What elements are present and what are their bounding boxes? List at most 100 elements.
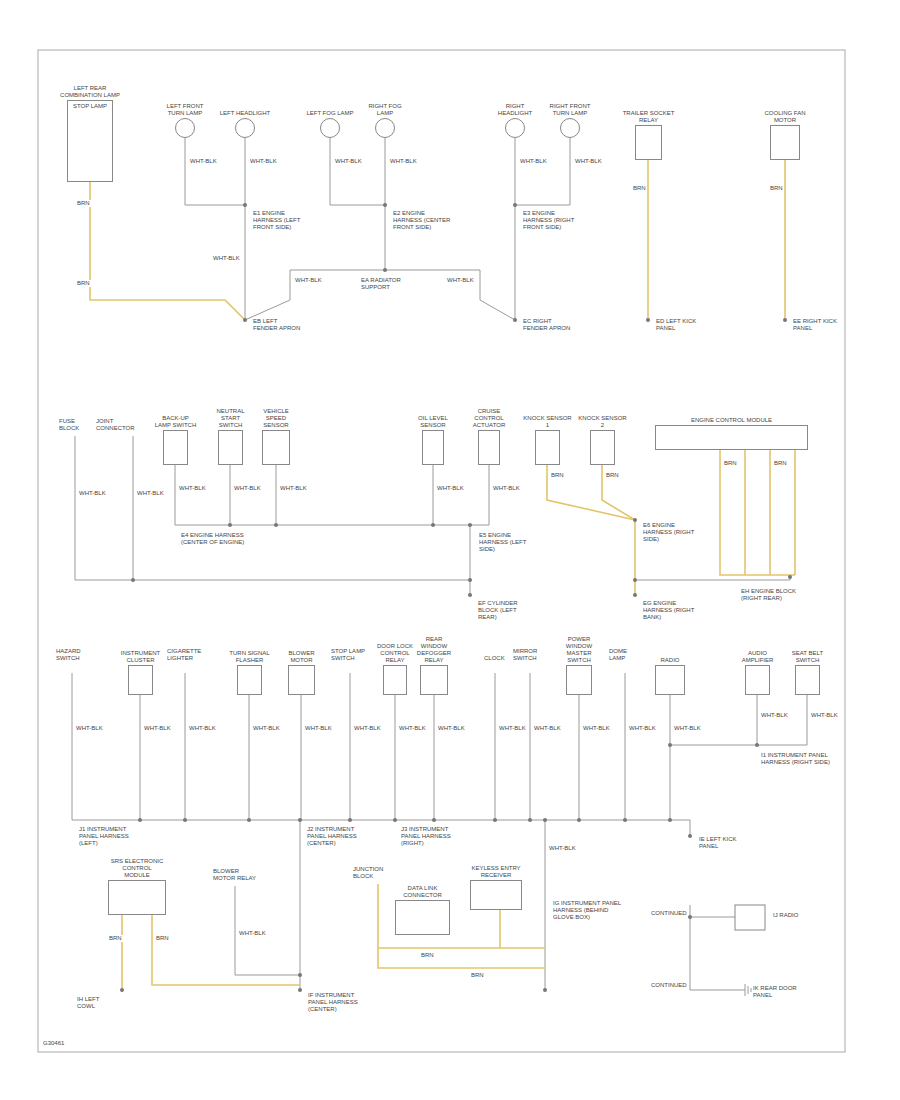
wire-label: WHT-BLK (75, 725, 104, 732)
wire-label: MIRROR SWITCH (512, 648, 552, 662)
wire-label: E4 ENGINE HARNESS (CENTER OF ENGINE) (180, 532, 252, 546)
wire-label: BRN (550, 472, 565, 479)
component-name: NEUTRAL START SWITCH (209, 408, 253, 429)
wire-label: WHT-BLK (189, 158, 218, 165)
component-name: TRAILER SOCKET RELAY (621, 110, 677, 124)
wire-label: WHT-BLK (353, 725, 382, 732)
wire-label: WHT-BLK (533, 725, 562, 732)
wire-label: IG INSTRUMENT PANEL HARNESS (BEHIND GLOV… (552, 900, 624, 921)
wire-label: BLOWER MOTOR RELAY (212, 868, 259, 882)
wire-label: WHT-BLK (143, 725, 172, 732)
wire-label: WHT-BLK (436, 485, 465, 492)
component-name: RIGHT FRONT TURN LAMP (543, 103, 597, 117)
wire-label: BRN (108, 935, 123, 942)
wire-label: BRN (773, 460, 788, 467)
component-box: KNOCK SENSOR 2 (590, 430, 615, 465)
wire-label: JOINT CONNECTOR (95, 418, 131, 432)
component-name: DATA LINK CONNECTOR (395, 885, 451, 899)
wire-label: EG ENGINE HARNESS (RIGHT BANK) (642, 600, 704, 621)
component-box: OIL LEVEL SENSOR (422, 430, 444, 465)
wire-label: WHT-BLK (810, 712, 839, 719)
component-box: RADIO (655, 665, 685, 695)
splice-dots (120, 203, 792, 992)
wire-label: WHT-BLK (398, 725, 427, 732)
component-box: BACK-UP LAMP SWITCH (163, 430, 188, 465)
wire-label: WHT-BLK (673, 725, 702, 732)
wire-label: WHT-BLK (760, 712, 789, 719)
wire-label: ED LEFT KICK PANEL (655, 318, 702, 332)
wire-label: EF CYLINDER BLOCK (LEFT REAR) (477, 600, 534, 621)
wire-label: WHT-BLK (294, 277, 323, 284)
component-name: LEFT FRONT TURN LAMP (158, 103, 212, 117)
wire-label: BRN (723, 460, 738, 467)
wire-label: CLOCK (483, 655, 510, 662)
wire-label: WHT-BLK (548, 845, 577, 852)
component-name: INSTRUMENT CLUSTER (116, 650, 166, 664)
component-box: REAR WINDOW DEFOGGER RELAY (420, 665, 448, 695)
component-box: ENGINE CONTROL MODULE (655, 425, 808, 450)
component-name: SEAT BELT SWITCH (785, 650, 831, 664)
wire-label: E3 ENGINE HARNESS (RIGHT FRONT SIDE) (522, 210, 584, 231)
wire-label: WHT-BLK (574, 158, 603, 165)
wire-label: WHT-BLK (437, 725, 466, 732)
component-box: TRAILER SOCKET RELAY (635, 125, 662, 160)
lamp-symbol: LEFT HEADLIGHT (235, 118, 255, 138)
wire-label: FUSE BLOCK (58, 418, 92, 432)
component-name: KNOCK SENSOR 2 (578, 415, 628, 429)
wire-label: IJ RADIO (772, 912, 829, 919)
component-box: SEAT BELT SWITCH (795, 665, 820, 695)
component-box: TURN SIGNAL FLASHER (237, 665, 262, 695)
wire-label: E2 ENGINE HARNESS (CENTER FRONT SIDE) (392, 210, 454, 231)
wire-label: DOME LAMP (608, 648, 644, 662)
wire-label: EC RIGHT FENDER APRON (522, 318, 574, 332)
component-name: REAR WINDOW DEFOGGER RELAY (416, 636, 452, 664)
component-detail: STOP LAMP (68, 101, 112, 112)
component-name: COOLING FAN MOTOR (757, 110, 813, 124)
wire-label: WHT-BLK (249, 158, 278, 165)
wire-label: WHT-BLK (212, 255, 241, 262)
wire-label: WHT-BLK (188, 725, 217, 732)
wire-label: J2 INSTRUMENT PANEL HARNESS (CENTER) (306, 826, 373, 847)
wire-label: WHT-BLK (334, 158, 363, 165)
component-box: AUDIO AMPLIFIER (745, 665, 770, 695)
component-name: VEHICLE SPEED SENSOR (254, 408, 298, 429)
component-box: INSTRUMENT CLUSTER (128, 665, 153, 695)
wire-label: IE LEFT KICK PANEL (698, 836, 745, 850)
wire-label: J1 INSTRUMENT PANEL HARNESS (LEFT) (78, 826, 140, 847)
wire-label: BRN (769, 185, 784, 192)
wire-label: E6 ENGINE HARNESS (RIGHT SIDE) (642, 522, 699, 543)
component-name: LEFT FOG LAMP (305, 110, 355, 117)
component-name: KEYLESS ENTRY RECEIVER (468, 865, 524, 879)
wire-label: WHT-BLK (446, 277, 475, 284)
component-name: BLOWER MOTOR (279, 650, 325, 664)
component-name: TURN SIGNAL FLASHER (227, 650, 273, 664)
component-box: POWER WINDOW MASTER SWITCH (566, 665, 592, 695)
wires (72, 138, 807, 996)
wire-label: WHT-BLK (492, 485, 521, 492)
component-name: BACK-UP LAMP SWITCH (154, 415, 198, 429)
wire-label: BRN (420, 952, 435, 959)
component-box: SRS ELECTRONIC CONTROL MODULE (108, 880, 166, 915)
wire-label: CONTINUED (650, 910, 688, 917)
component-box: NEUTRAL START SWITCH (218, 430, 243, 465)
frame (38, 50, 845, 1052)
component-name: POWER WINDOW MASTER SWITCH (557, 636, 601, 664)
wire-label: BRN (155, 935, 170, 942)
wire-label: EB LEFT FENDER APRON (252, 318, 304, 332)
component-box: VEHICLE SPEED SENSOR (262, 430, 290, 465)
wire-label: WHT-BLK (389, 158, 418, 165)
wire-label: WHT-BLK (582, 725, 611, 732)
wire-label: WHT-BLK (233, 485, 262, 492)
wire-label: WHT-BLK (136, 490, 165, 497)
wire-label: WHT-BLK (304, 725, 333, 732)
component-box: BLOWER MOTOR (288, 665, 315, 695)
wire-label: JUNCTION BLOCK (352, 866, 390, 880)
component-box: COOLING FAN MOTOR (770, 125, 800, 160)
wire-label: WHT-BLK (519, 158, 548, 165)
component-name: SRS ELECTRONIC CONTROL MODULE (109, 858, 165, 879)
wire-label: WHT-BLK (628, 725, 657, 732)
wire-label: CONTINUED (650, 982, 688, 989)
wire-label: BRN (76, 280, 91, 287)
wire-label: IF INSTRUMENT PANEL HARNESS (CENTER) (307, 992, 374, 1013)
